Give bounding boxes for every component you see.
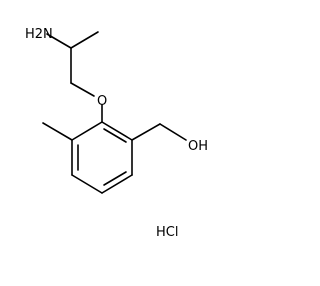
bond-c1-methyl bbox=[70, 31, 99, 49]
ether-oxygen-label: O bbox=[97, 94, 107, 109]
hydroxyl-label: OH bbox=[188, 139, 208, 154]
bond-c2-o bbox=[70, 82, 95, 97]
ring-bond-4 bbox=[71, 174, 103, 194]
salt-label: HCl bbox=[156, 225, 178, 240]
amine-label: H2N bbox=[25, 27, 53, 42]
ring-bond-3 bbox=[101, 174, 133, 194]
bond-ring-methyl bbox=[42, 122, 73, 141]
bond-ring-ch2 bbox=[131, 123, 161, 141]
bond-ch2-oh bbox=[159, 123, 187, 141]
bond-n-c1 bbox=[46, 33, 72, 49]
ring-double-bond-2 bbox=[103, 171, 127, 186]
ring-bond-1 bbox=[101, 121, 133, 141]
ring-double-bond-1 bbox=[103, 128, 127, 143]
chemical-structure: H2N O OH HCl bbox=[25, 27, 208, 240]
ring-bond-6 bbox=[71, 121, 103, 141]
